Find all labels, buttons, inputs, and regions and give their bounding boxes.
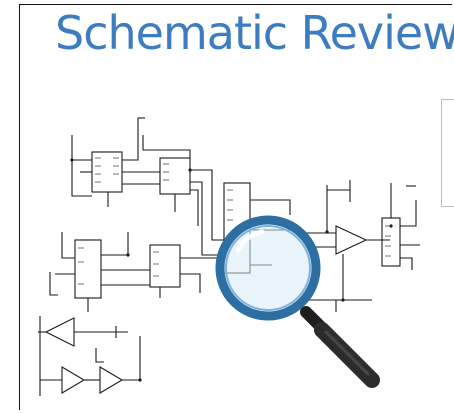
circuit-wires (38, 117, 420, 396)
circuit-junctions (70, 158, 393, 382)
magnifying-glass-icon (215, 215, 380, 388)
op-amp-symbol (335, 225, 368, 255)
slide-canvas (19, 4, 452, 410)
ic-chip (74, 239, 102, 299)
ic-chip (159, 157, 191, 195)
side-panel-box (441, 99, 454, 207)
buffer-gate-symbol (44, 317, 75, 347)
inverter-gate-symbol (61, 366, 86, 394)
ic-chip (149, 244, 181, 288)
slide-title: Schematic Review (55, 6, 454, 60)
inverter-gate-symbol (99, 366, 124, 394)
pin-label-marks (78, 157, 391, 285)
